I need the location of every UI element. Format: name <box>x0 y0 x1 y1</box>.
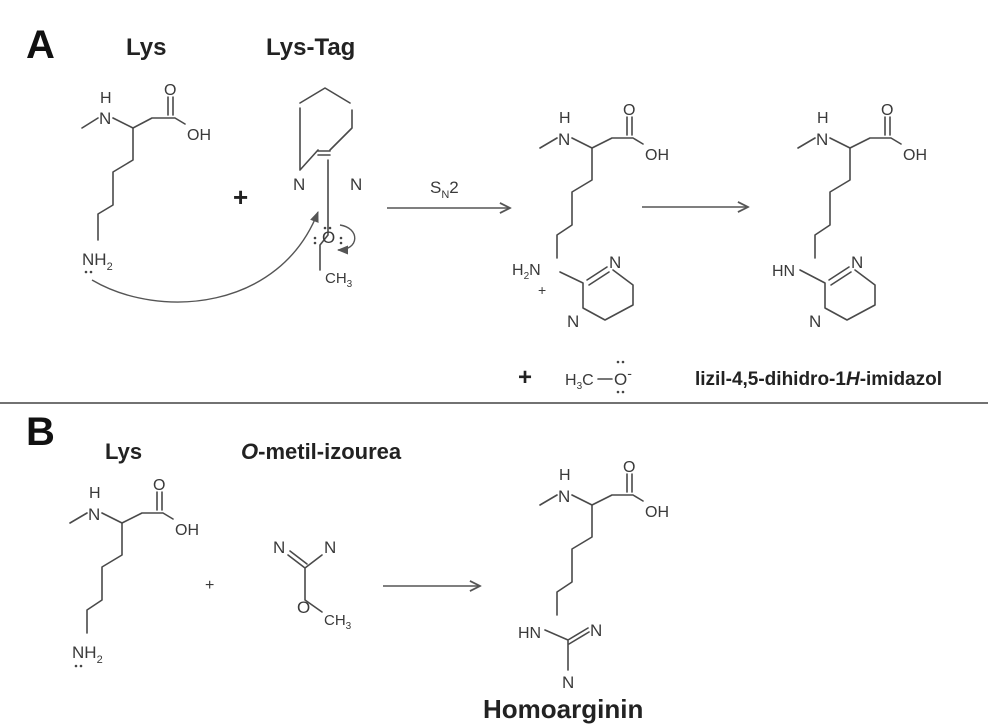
atom-nh2: NH2 <box>82 250 113 273</box>
atom-ch3-tag: CH3 <box>325 270 353 290</box>
product-a-structure: N H O OH HN N N <box>772 102 927 331</box>
atom-o-int: O <box>623 102 635 119</box>
atom-ch3-iso: CH3 <box>324 612 352 632</box>
atom-hn-homo: HN <box>518 625 541 642</box>
atom-n-iso-left: N <box>273 538 285 557</box>
panel-a: A Lys Lys-Tag N H O OH NH2 + N N O CH3 <box>26 23 942 394</box>
panel-b-label: B <box>26 410 55 454</box>
atom-o-homo: O <box>623 459 635 476</box>
atom-n-int-ring-bottom: N <box>567 312 579 331</box>
atom-n-iso-right: N <box>324 538 336 557</box>
atom-oh-b: OH <box>175 522 199 539</box>
product-b-name: Homoarginin <box>483 694 643 724</box>
atom-n-tag-right: N <box>350 175 362 194</box>
atom-n-homo-imine: N <box>590 621 602 640</box>
product-a-name: lizil-4,5-dihidro-1H-imidazol <box>695 369 942 390</box>
atom-n-prod-a: N <box>816 130 828 149</box>
atom-n-prod-a-ring-bottom: N <box>809 312 821 331</box>
homoarginine-structure: N H O OH HN N N <box>518 459 669 692</box>
atom-o-minus: O- <box>614 365 632 389</box>
panel-a-label: A <box>26 23 55 67</box>
atom-oh-int: OH <box>645 147 669 164</box>
panel-b: B Lys O-metil-izourea N H O OH NH2 + N N… <box>26 410 669 724</box>
atom-o-carbonyl: O <box>164 82 176 99</box>
atom-h-amine: H <box>100 90 112 107</box>
atom-h3c: H3C <box>565 372 594 392</box>
atom-n-int-ring-top: N <box>609 253 621 272</box>
atom-oh-homo: OH <box>645 504 669 521</box>
lysine-structure-b: N H O OH NH2 <box>69 477 199 668</box>
atom-n-amine: N <box>99 109 111 128</box>
atom-o-b: O <box>153 477 165 494</box>
lys-tag-structure: N N O CH3 <box>293 87 362 290</box>
atom-n-int: N <box>558 130 570 149</box>
atom-nh2-b: NH2 <box>72 643 103 666</box>
atom-o-iso: O <box>297 598 310 617</box>
atom-plus-charge-int: + <box>538 282 546 298</box>
o-methyl-isourea-structure: N N O CH3 <box>273 538 352 632</box>
atom-n-homo: N <box>558 487 570 506</box>
sn2-label: SN2 <box>430 178 459 201</box>
atom-n-tag-left: N <box>293 175 305 194</box>
atom-n-homo-bottom: N <box>562 673 574 692</box>
atom-h-b: H <box>89 485 101 502</box>
lys-title: Lys <box>126 34 166 61</box>
atom-hn-prod-a: HN <box>772 263 795 280</box>
lys-tag-title: Lys-Tag <box>266 34 355 61</box>
atom-o-tag: O <box>322 228 335 247</box>
plus-sign-a1: + <box>233 182 248 212</box>
atom-oh: OH <box>187 127 211 144</box>
atom-o-prod-a: O <box>881 102 893 119</box>
atom-n-b: N <box>88 505 100 524</box>
methoxide-structure: H3C O- <box>565 360 632 394</box>
plus-sign-b: + <box>205 577 214 594</box>
atom-h-prod-a: H <box>817 110 829 127</box>
atom-h2n-int: H2N <box>512 262 541 282</box>
o-methyl-isourea-title: O-metil-izourea <box>241 439 402 464</box>
plus-sign-a2: + <box>518 364 532 391</box>
intermediate-structure: N H O OH H2N + N N <box>512 102 669 331</box>
atom-h-homo: H <box>559 467 571 484</box>
nucleophilic-attack-arrow <box>91 210 319 303</box>
lysine-structure-a: N H O OH NH2 <box>81 82 211 274</box>
atom-h-int: H <box>559 110 571 127</box>
atom-oh-prod-a: OH <box>903 147 927 164</box>
lys-title-b: Lys <box>105 439 142 464</box>
atom-n-prod-a-ring-top: N <box>851 253 863 272</box>
